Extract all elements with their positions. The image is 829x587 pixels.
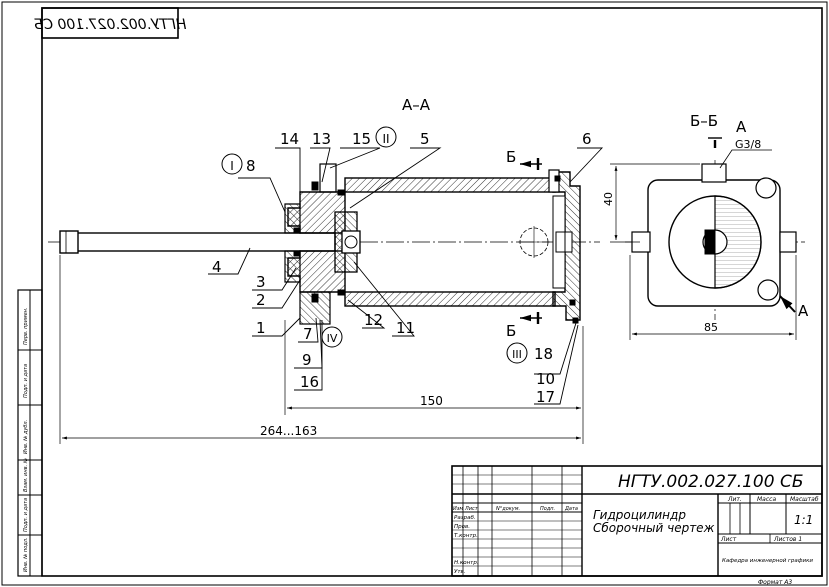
cut-label-b-top: Б: [506, 148, 516, 166]
callout-node-2: II: [382, 132, 389, 146]
row-tkontr: Т.контр.: [454, 533, 478, 539]
callout-8: 8: [246, 157, 256, 175]
mirrored-stamp-text: НГТУ.002.027.100 СБ: [34, 17, 187, 33]
col-sign: Подп.: [540, 506, 555, 512]
callout-7: 7: [303, 325, 313, 343]
callout-9: 9: [302, 351, 312, 369]
callout-11: 11: [396, 319, 415, 337]
callout-10: 10: [536, 370, 555, 388]
mirrored-stamp: НГТУ.002.027.100 СБ: [34, 7, 187, 39]
callout-17: 17: [536, 388, 555, 406]
callout-16: 16: [300, 373, 319, 391]
organization: Кафедра инженерной графики: [722, 558, 813, 564]
row-nkontr: Н.контр.: [454, 560, 479, 566]
strip-label-5: Подп. и дата: [23, 498, 29, 532]
callout-6: 6: [582, 130, 592, 148]
barrel-bottom-wall: [344, 291, 556, 307]
callout-node-4-circle: [321, 326, 343, 348]
view-a-label-top: А: [736, 118, 747, 136]
callout-2: 2: [256, 291, 266, 309]
view-a-label-right: А: [798, 302, 809, 320]
header-scale: Масштаб: [790, 496, 819, 503]
callout-4: 4: [212, 258, 222, 276]
format-label: Формат А3: [758, 579, 792, 586]
callout-5: 5: [420, 130, 430, 148]
sheet-label: Лист: [720, 536, 737, 543]
col-izm: Изм: [453, 506, 463, 512]
sheets-label: Листов 1: [773, 536, 802, 543]
title-block: [451, 465, 823, 577]
thread-label: G3/8: [735, 138, 761, 151]
callout-node-3-circle: [506, 342, 528, 364]
col-list: Лист: [464, 506, 479, 512]
callout-node-3: III: [512, 348, 522, 361]
drawing-name-1: Гидроцилиндр: [593, 508, 686, 522]
callout-12: 12: [364, 311, 383, 329]
callout-15: 15: [352, 130, 371, 148]
strip-label-3: Инв. № дубл.: [23, 420, 29, 454]
cut-label-b-bottom: Б: [506, 322, 516, 340]
scale-value: 1:1: [794, 513, 813, 527]
section-aa-title: А–А: [402, 96, 431, 114]
callout-node-1: I: [230, 159, 234, 173]
section-bb-view: [610, 137, 805, 340]
rod-end: [59, 230, 79, 254]
callout-13: 13: [312, 130, 331, 148]
section-aa-view: [48, 147, 604, 444]
dim-85: 85: [704, 321, 718, 334]
section-bb-title: Б–Б: [690, 112, 718, 130]
callout-node-4: IV: [327, 332, 338, 345]
header-lit: Лит.: [727, 496, 742, 503]
header-mass: Масса: [757, 496, 776, 503]
strip-label-6: Инв. № подл.: [23, 538, 29, 573]
dim-150: 150: [420, 394, 443, 408]
drawing-name-2: Сборочный чертеж: [593, 521, 715, 535]
port-fitting: [319, 163, 337, 193]
callout-1: 1: [256, 319, 266, 337]
col-doc: N°докум.: [496, 506, 520, 512]
designation: НГТУ.002.027.100 СБ: [618, 472, 804, 492]
row-razrab: Разраб.: [454, 515, 476, 521]
callout-node-1-circle: [221, 153, 243, 175]
dim-40: 40: [602, 192, 615, 206]
dim-264: 264...163: [260, 424, 317, 438]
row-utv: Утв.: [454, 569, 466, 575]
piston-rod: [71, 232, 349, 252]
strip-label-2: Подп. и дата: [23, 364, 29, 398]
col-date: Дата: [564, 506, 578, 512]
strip-label-4: Взам. инв. №: [23, 458, 29, 492]
row-prov: Пров.: [454, 524, 470, 530]
callout-3: 3: [256, 273, 266, 291]
callout-18: 18: [534, 345, 553, 363]
callout-node-2-circle: [375, 126, 397, 148]
callout-14: 14: [280, 130, 299, 148]
strip-label-1: Перв. примен.: [23, 307, 29, 345]
left-strip: Перв. примен. Подп. и дата Инв. № дубл. …: [17, 289, 43, 577]
